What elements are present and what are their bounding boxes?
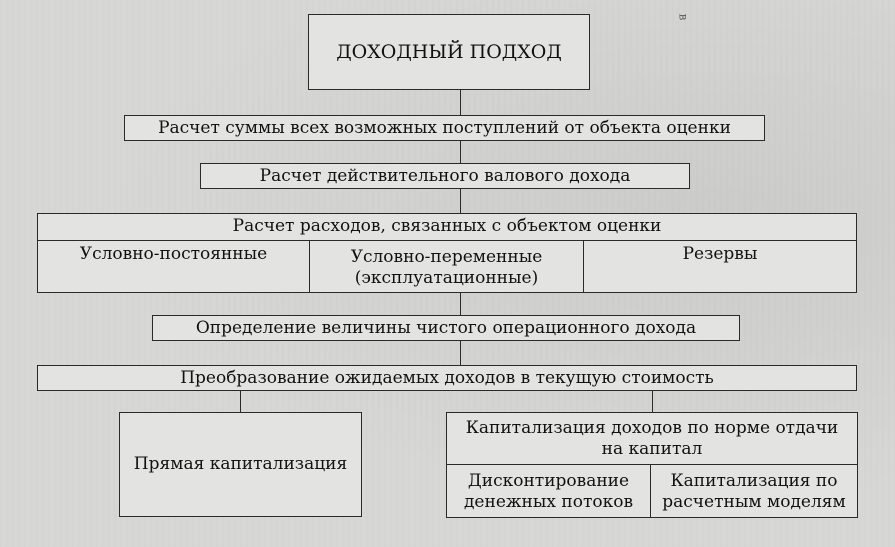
variable-expenses-cell: Условно-переменные (эксплуатационные) [310,244,583,292]
net-operating-income-text: Определение величины чистого операционно… [195,317,697,338]
yield-capitalization-header: Капитализация доходов по норме отдачи на… [447,416,857,462]
connector-noi-to-conversion [460,340,461,366]
dcf-line1: Дисконтирование [467,471,630,491]
expenses-divider-2 [583,240,584,292]
connector-conversion-to-direct [240,391,241,413]
expenses-header-text: Расчет расходов, связанных с объектом оц… [232,216,662,236]
expenses-block: Расчет расходов, связанных с объектом оц… [37,213,857,293]
gross-potential-income-box: Расчет суммы всех возможных поступлений … [124,115,765,141]
direct-capitalization-text: Прямая капитализация [133,454,348,474]
fixed-expenses-cell: Условно-постоянные [38,244,309,292]
reserves-cell: Резервы [584,244,856,292]
effective-gross-income-text: Расчет действительного валового дохода [259,165,631,186]
yield-divider [650,464,651,517]
effective-gross-income-box: Расчет действительного валового дохода [200,163,690,189]
expenses-header-divider [38,240,856,241]
expenses-divider-1 [309,240,310,292]
income-approach-title: ДОХОДНЫЙ ПОДХОД [308,14,590,90]
gross-potential-income-text: Расчет суммы всех возможных поступлений … [158,117,731,138]
connector-step2-to-expenses [460,189,461,214]
models-line2: расчетным моделям [662,492,846,512]
yield-header-line1: Капитализация доходов по норме отдачи [465,418,839,438]
connector-step1-to-step2 [460,140,461,164]
yield-header-divider [447,464,857,465]
conversion-text: Преобразование ожидаемых доходов в текущ… [180,367,714,388]
connector-title-to-step1 [460,90,461,116]
dcf-cell: Дисконтирование денежных потоков [447,468,650,516]
variable-expenses-line1: Условно-переменные [350,247,543,267]
yield-capitalization-block: Капитализация доходов по норме отдачи на… [446,412,858,518]
direct-capitalization-box: Прямая капитализация [119,412,362,517]
conversion-box: Преобразование ожидаемых доходов в текущ… [37,365,857,391]
fixed-expenses-text: Условно-постоянные [79,244,268,264]
reserves-text: Резервы [682,244,758,264]
yield-header-line2: на капитал [601,439,703,459]
variable-expenses-line2: (эксплуатационные) [354,268,539,288]
expenses-header: Расчет расходов, связанных с объектом оц… [38,216,856,240]
connector-conversion-to-yield [652,391,653,413]
models-cell: Капитализация по расчетным моделям [651,468,857,516]
income-approach-title-text: ДОХОДНЫЙ ПОДХОД [336,40,562,63]
net-operating-income-box: Определение величины чистого операционно… [152,315,740,341]
dcf-line2: денежных потоков [463,492,634,512]
models-line1: Капитализация по [670,471,838,491]
page-edge-mark: в [676,13,691,21]
connector-expenses-to-noi [460,292,461,316]
